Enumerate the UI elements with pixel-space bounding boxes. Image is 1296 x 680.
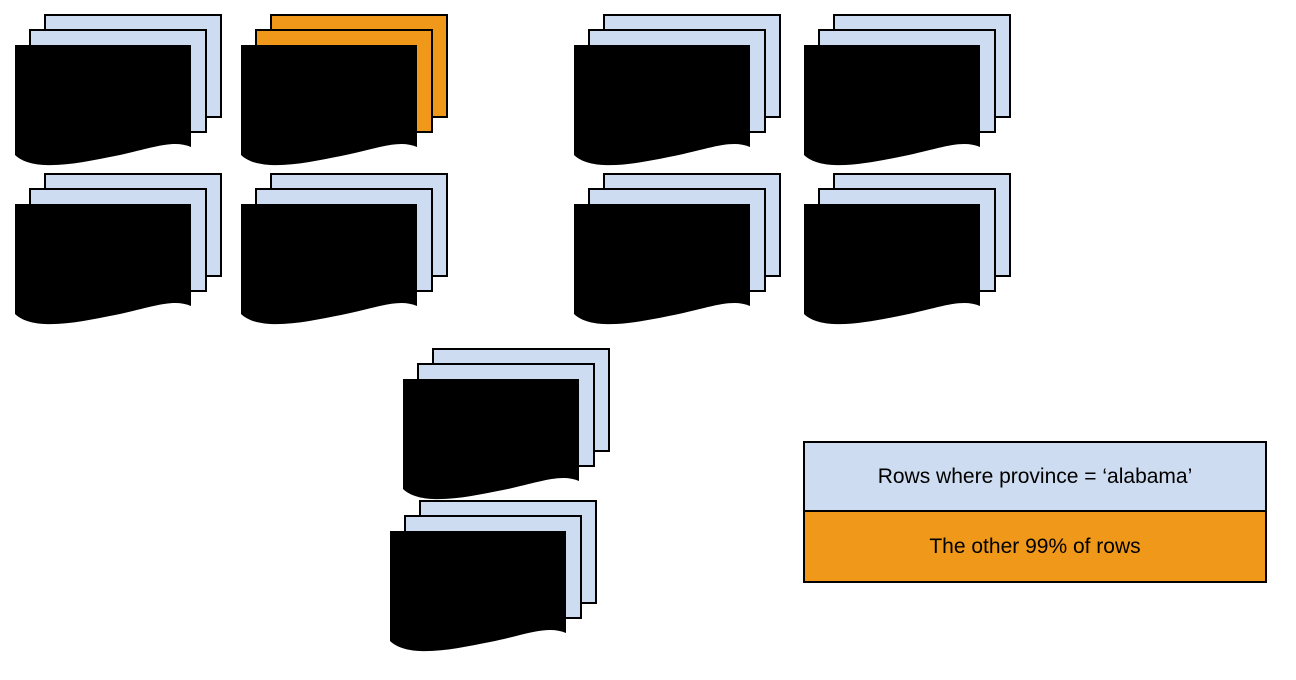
document-shape xyxy=(804,45,980,166)
region-stack-eu-west-2: eu-west-2 xyxy=(573,173,781,338)
region-stack-us-west-2: us-west-2 xyxy=(14,173,222,338)
region-stack-us-west-1: us-west-1 xyxy=(14,14,222,179)
document-shape xyxy=(390,531,566,652)
document-shape xyxy=(241,204,417,325)
legend-item-alabama-rows: Rows where province = ‘alabama’ xyxy=(805,443,1265,512)
document-shape xyxy=(574,204,750,325)
legend: Rows where province = ‘alabama’ The othe… xyxy=(803,441,1267,583)
region-stack-us-east-1: us-east-1 xyxy=(240,14,448,179)
document-shape xyxy=(403,379,579,500)
document-shape xyxy=(15,204,191,325)
region-stack-us-east-2: us-east-2 xyxy=(240,173,448,338)
region-stack-ap-east-2: ap-east-2 xyxy=(389,500,597,665)
region-stack-ap-east-1: ap-east-1 xyxy=(402,348,610,513)
document-shape xyxy=(574,45,750,166)
region-stack-eu-east-1: eu-east-1 xyxy=(803,14,1011,179)
region-stack-eu-east-2: eu-east-2 xyxy=(803,173,1011,338)
document-shape xyxy=(804,204,980,325)
document-shape xyxy=(15,45,191,166)
region-stack-eu-west-1: eu-west-1 xyxy=(573,14,781,179)
document-shape xyxy=(241,45,417,166)
legend-item-other-rows: The other 99% of rows xyxy=(805,512,1265,581)
